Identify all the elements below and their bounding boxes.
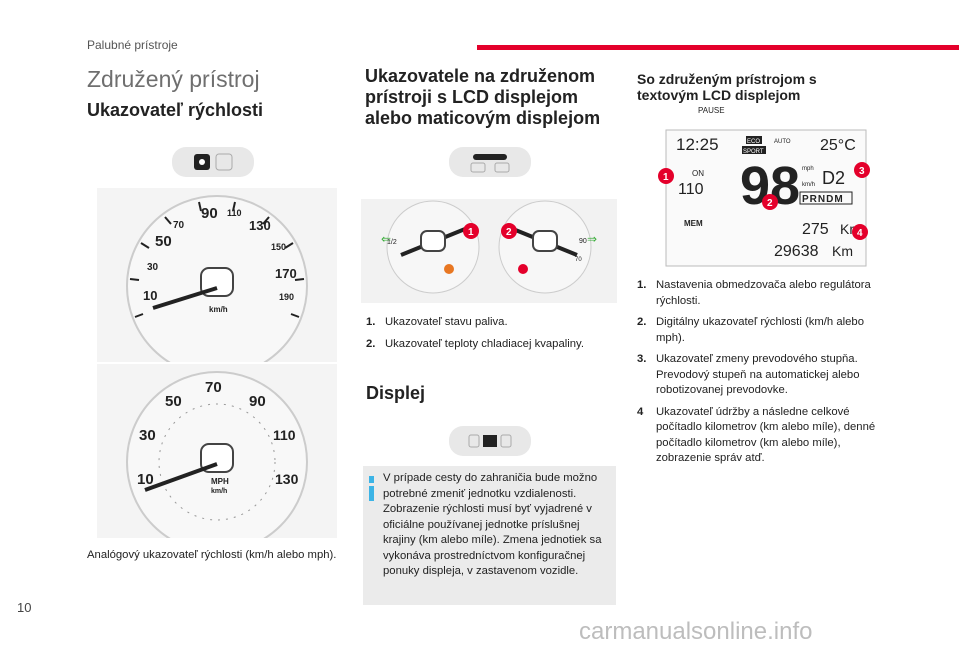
gauge2-tick-30: 30 (139, 427, 156, 444)
callout-2: 2 (506, 227, 512, 238)
fuel-half-label: 1/2 (387, 239, 397, 246)
lcd-legend-list: 1.Nastavenia obmedzovača alebo regulátor… (637, 278, 892, 473)
list-item: 2.Digitálny ukazovateľ rýchlosti (km/h a… (637, 316, 864, 344)
lcd-speed-limit: 110 (678, 181, 704, 198)
lcd-time: 12:25 (676, 135, 719, 154)
gauge1-unit: km/h (209, 305, 228, 314)
gauge2-tick-90: 90 (249, 393, 266, 410)
svg-text:⇒: ⇒ (587, 232, 597, 246)
lcd-callout-4: 4 (857, 228, 863, 239)
lcd-limiter-on: ON (692, 169, 704, 178)
cluster-top-locator-icon (449, 147, 531, 177)
callout-1: 1 (468, 227, 474, 238)
lcd-callout-1: 1 (663, 172, 669, 183)
gauge1-tick-170: 170 (275, 266, 297, 281)
gauge2-unit-kmh: km/h (211, 488, 227, 495)
gauge2-tick-50: 50 (165, 393, 182, 410)
watermark: carmanualsonline.info (579, 618, 813, 645)
list-item: 1.Ukazovateľ stavu paliva. (366, 316, 508, 328)
lcd-mem: MEM (684, 219, 703, 228)
lcd-mph: mph (802, 166, 814, 172)
gauge2-tick-110: 110 (273, 427, 296, 443)
lcd-pause-label: PAUSE (698, 106, 725, 115)
lcd-gear-selector: PRNDM (802, 194, 844, 205)
lcd-odometer: 29638 (774, 243, 819, 260)
cluster-locator-icon (172, 147, 254, 177)
gauge1-tick-130: 130 (249, 218, 271, 233)
svg-text:⇐: ⇐ (381, 232, 391, 246)
lcd-indicators-heading: Ukazovatele na združenom prístroji s LCD… (365, 66, 601, 128)
gauge1-tick-50: 50 (155, 233, 172, 250)
gauge1-tick-190: 190 (279, 292, 294, 302)
info-icon-dot (369, 476, 374, 483)
gauge1-tick-10: 10 (143, 288, 157, 303)
gauge2-tick-10: 10 (137, 471, 154, 488)
temp-70-label: 70 (575, 257, 582, 263)
gauge2-tick-70: 70 (205, 379, 222, 396)
temp-90-label: 90 (579, 238, 587, 245)
gauge-legend-list: 1.Ukazovateľ stavu paliva. 2.Ukazovateľ … (366, 315, 616, 358)
list-item: 3.Ukazovateľ zmeny prevodového stupňa. P… (637, 353, 860, 396)
page-title: Združený prístroj (87, 66, 260, 92)
lcd-sport: SPORT (743, 149, 764, 155)
gauge1-tick-70: 70 (173, 220, 185, 231)
list-item: 1.Nastavenia obmedzovača alebo regulátor… (637, 279, 871, 307)
speedometer-kmh-gauge: 10 30 50 70 90 110 130 150 170 190 km/h (97, 188, 337, 377)
speedometer-mph-gauge: 10 30 50 70 90 110 130 MPH km/h (97, 364, 337, 553)
gauge1-tick-30: 30 (147, 262, 159, 273)
speedometer-caption: Analógový ukazovateľ rýchlosti (km/h ale… (87, 549, 337, 561)
info-note: V prípade cesty do zahraničia bude možno… (363, 466, 616, 605)
info-note-text: V prípade cesty do zahraničia bude možno… (383, 472, 602, 577)
list-item: 2.Ukazovateľ teploty chladiacej kvapalin… (366, 337, 585, 350)
speedometer-heading: Ukazovateľ rýchlosti (87, 100, 264, 120)
gauge1-tick-150: 150 (271, 242, 286, 252)
header-accent-bar (477, 45, 959, 50)
gauge1-tick-110: 110 (227, 208, 242, 218)
lcd-gear: D2 (822, 168, 845, 188)
text-lcd-heading: So združeným prístrojom s textovým LCD d… (637, 71, 817, 103)
lcd-callout-3: 3 (859, 166, 865, 177)
display-locator-icon (449, 426, 531, 456)
lcd-range: 275 (802, 221, 829, 238)
lcd-auto: AUTO (774, 139, 791, 145)
gauge2-tick-130: 130 (275, 471, 299, 487)
gauge2-unit-mph: MPH (211, 477, 229, 486)
display-heading: Displej (366, 383, 426, 403)
lcd-display-image: PAUSE 12:25 ECO SPORT AUTO 25°C ON 110 9… (656, 104, 870, 270)
lcd-temperature: 25°C (820, 137, 856, 154)
lcd-kmh: km/h (802, 182, 815, 188)
lcd-eco: ECO (747, 139, 760, 145)
section-label: Palubné prístroje (87, 38, 178, 52)
info-icon-stem (369, 486, 374, 501)
page-number: 10 (17, 600, 32, 615)
lcd-odometer-unit: Km (832, 243, 853, 259)
gauge1-tick-90: 90 (201, 205, 218, 222)
lcd-callout-2: 2 (767, 198, 773, 209)
fuel-temp-cluster-image: ⇐ ⇒ 1/2 90 70 1 2 (361, 199, 617, 303)
